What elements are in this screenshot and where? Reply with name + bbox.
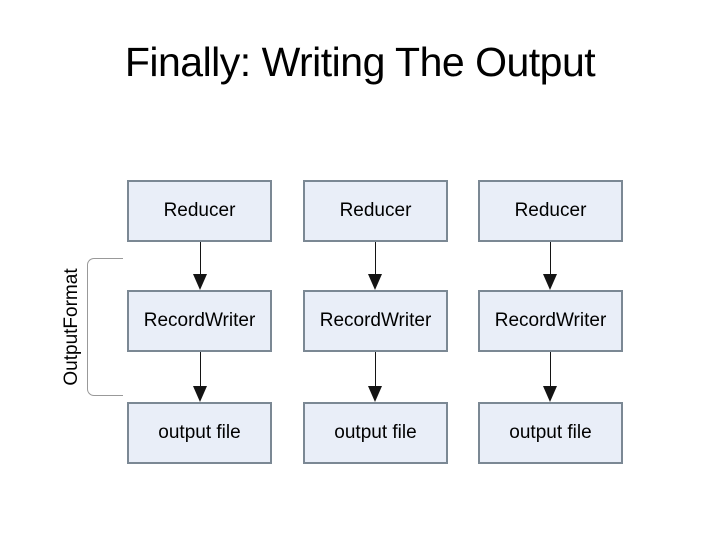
arrow-down-icon	[543, 242, 557, 290]
arrow-down-icon	[193, 352, 207, 402]
box-recordwriter-1: RecordWriter	[127, 290, 272, 352]
box-recordwriter-3: RecordWriter	[478, 290, 623, 352]
box-reducer-2: Reducer	[303, 180, 448, 242]
output-format-bracket	[87, 258, 123, 396]
arrow-down-icon	[368, 242, 382, 290]
box-reducer-1: Reducer	[127, 180, 272, 242]
box-recordwriter-2: RecordWriter	[303, 290, 448, 352]
box-output-file-3: output file	[478, 402, 623, 464]
arrow-down-icon	[543, 352, 557, 402]
arrow-down-icon	[193, 242, 207, 290]
box-output-file-2: output file	[303, 402, 448, 464]
box-reducer-3: Reducer	[478, 180, 623, 242]
arrow-down-icon	[368, 352, 382, 402]
output-format-label: OutputFormat	[61, 268, 82, 386]
box-output-file-1: output file	[127, 402, 272, 464]
slide-title: Finally: Writing The Output	[124, 39, 596, 85]
